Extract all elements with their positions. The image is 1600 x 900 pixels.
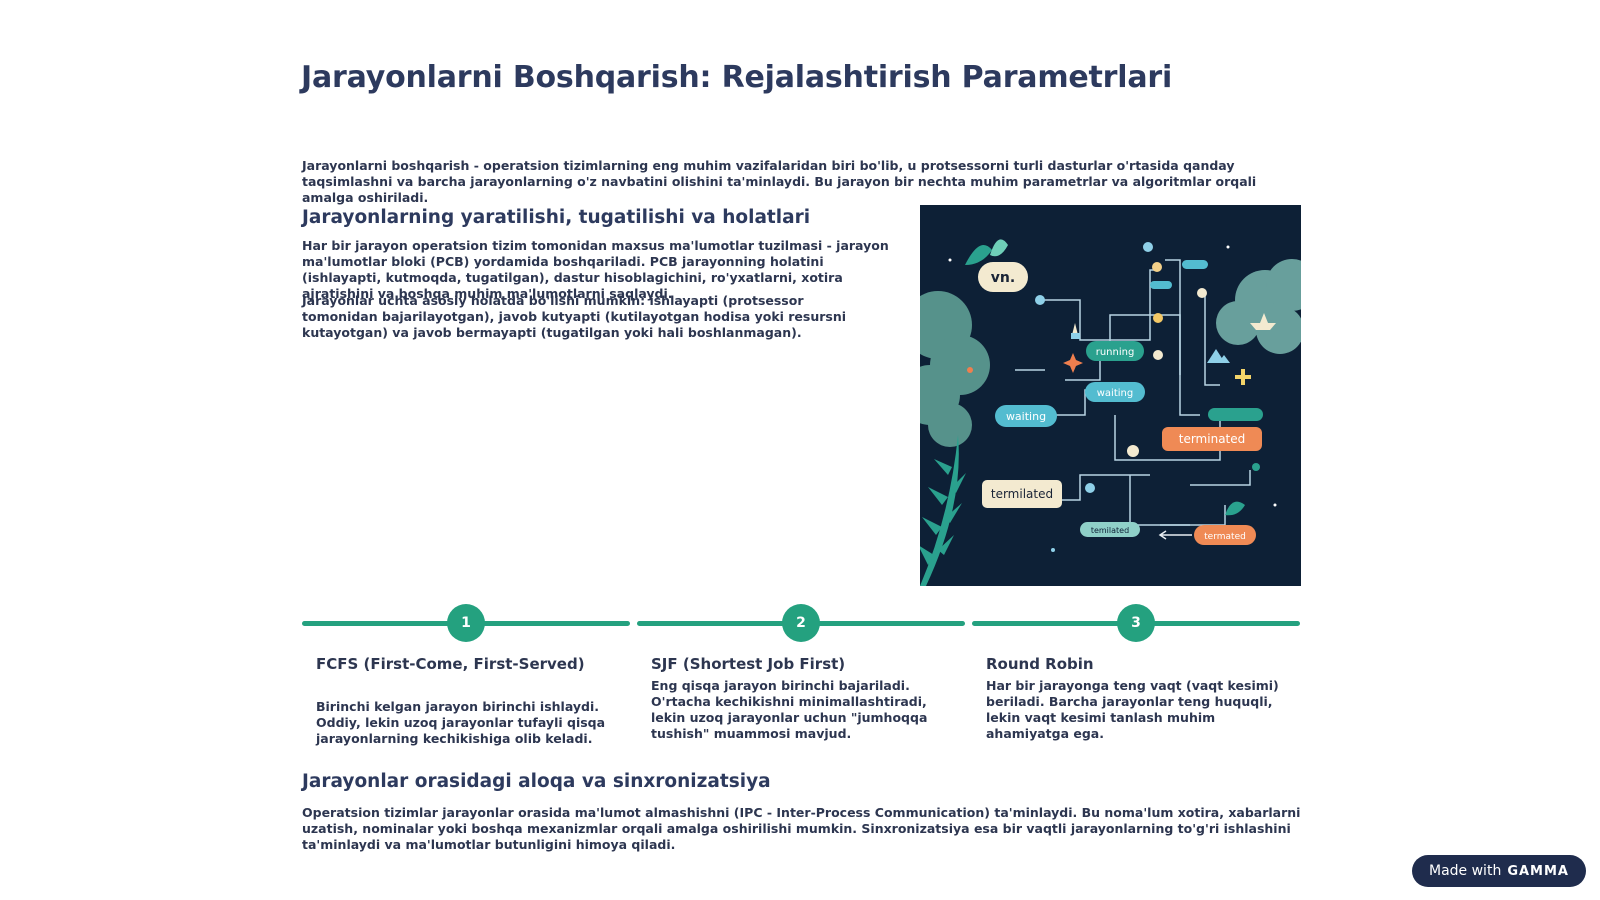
label-running: running <box>1086 341 1144 361</box>
section-heading-process-states: Jarayonlarning yaratilishi, tugatilishi … <box>302 207 811 228</box>
label-vn: vn. <box>978 262 1028 292</box>
section-heading-ipc: Jarayonlar orasidagi aloqa va sinxroniza… <box>302 771 771 792</box>
right-cloud <box>1216 259 1301 354</box>
mountains <box>1207 349 1230 363</box>
intro-paragraph: Jarayonlarni boshqarish - operatsion tiz… <box>302 158 1257 205</box>
made-with-gamma-button[interactable]: Made with GAMMA <box>1412 855 1586 887</box>
small-leaves <box>965 239 1245 516</box>
label-termilated: termilated <box>982 480 1062 508</box>
connector-lines <box>1015 259 1251 526</box>
states-paragraph: Jarayonlar uchta asosiy holatda bo'lishi… <box>302 293 847 340</box>
step-description: Eng qisqa jarayon birinchi bajariladi. O… <box>651 678 928 741</box>
step-description: Har bir jarayonga teng vaqt (vaqt kesimi… <box>986 678 1279 741</box>
left-cloud <box>920 291 990 447</box>
timeline-step-sjf: 2 SJF (Shortest Job First) Eng qisqa jar… <box>637 600 965 750</box>
pcb-paragraph: Har bir jarayon operatsion tizim tomonid… <box>302 238 889 301</box>
process-states-illustration: vn. running waiting waiting terminated t… <box>920 205 1301 586</box>
svg-text:termilated: termilated <box>991 487 1053 501</box>
svg-text:temilated: temilated <box>1091 526 1129 535</box>
svg-text:waiting: waiting <box>1097 388 1133 399</box>
label-temilated: temilated <box>1080 522 1140 537</box>
svg-text:running: running <box>1096 347 1135 358</box>
step-title: FCFS (First-Come, First-Served) <box>316 655 585 673</box>
svg-text:terminated: terminated <box>1179 432 1246 446</box>
teal-pill <box>1208 408 1263 421</box>
label-waiting-2: waiting <box>995 405 1057 427</box>
label-waiting-1: waiting <box>1085 382 1145 402</box>
step-description: Birinchi kelgan jarayon birinchi ishlayd… <box>316 699 606 746</box>
svg-text:waiting: waiting <box>1006 410 1046 423</box>
step-title: SJF (Shortest Job First) <box>651 655 846 673</box>
svg-text:termated: termated <box>1204 532 1246 542</box>
timeline-step-fcfs: 1 FCFS (First-Come, First-Served) Birinc… <box>302 600 630 750</box>
badge-prefix: Made with <box>1429 863 1502 879</box>
gamma-logo: GAMMA <box>1507 863 1569 879</box>
teal-pill <box>1150 281 1172 289</box>
step-number-badge: 1 <box>447 604 485 642</box>
lamp-icon <box>1071 323 1080 339</box>
step-title: Round Robin <box>986 655 1094 673</box>
svg-text:vn.: vn. <box>991 270 1015 286</box>
arrow <box>1158 530 1192 540</box>
boat <box>1250 313 1276 330</box>
node-dots <box>1035 242 1260 493</box>
page-title: Jarayonlarni Boshqarish: Rejalashtirish … <box>301 60 1173 95</box>
label-terminated: terminated <box>1162 427 1262 451</box>
step-number-badge: 3 <box>1117 604 1155 642</box>
scheduling-timeline: 1 FCFS (First-Come, First-Served) Birinc… <box>302 600 1300 750</box>
teal-pill <box>1182 260 1208 269</box>
timeline-step-round-robin: 3 Round Robin Har bir jarayonga teng vaq… <box>972 600 1300 750</box>
ipc-paragraph: Operatsion tizimlar jarayonlar orasida m… <box>302 805 1301 852</box>
fern-leaf <box>920 435 966 586</box>
step-number-badge: 2 <box>782 604 820 642</box>
label-termated: termated <box>1194 525 1256 545</box>
sparkles <box>948 245 1277 552</box>
